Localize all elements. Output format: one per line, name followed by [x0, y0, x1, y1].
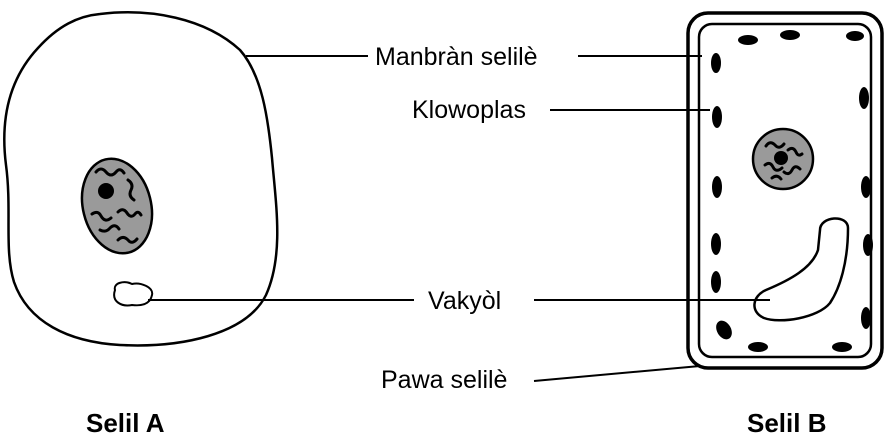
chloroplast	[712, 176, 722, 198]
cell-a-title: Selil A	[86, 408, 165, 438]
cell-b-wall-outer	[686, 11, 884, 370]
chloroplast	[861, 307, 871, 329]
cell-b-chromatin	[763, 141, 804, 181]
cell-wall-leader	[533, 365, 701, 382]
chloroplast	[861, 176, 871, 198]
cell-a-vacuole	[113, 281, 154, 307]
chloroplast	[863, 234, 873, 256]
cell-a-chromatin	[90, 167, 143, 244]
chloroplast	[716, 320, 732, 340]
vacuole-label: Vakyòl	[428, 287, 501, 315]
cell-b-nucleolus	[774, 151, 788, 165]
chloroplast	[780, 30, 800, 40]
chloroplast	[846, 31, 864, 41]
chloroplast	[859, 87, 869, 109]
label-chloroplast: Klowoplas	[412, 96, 710, 124]
cell-a-nucleus-envelope	[80, 157, 154, 255]
cell-b-nucleus	[751, 127, 815, 191]
chloroplast	[832, 342, 852, 352]
chloroplast	[711, 271, 721, 293]
cell-a	[3, 11, 279, 347]
cell-wall-label: Pawa selilè	[381, 366, 507, 394]
chloroplast	[711, 233, 721, 255]
chloroplast	[748, 342, 768, 352]
cell-b-title: Selil B	[747, 408, 826, 438]
cell-a-nucleolus	[98, 183, 114, 199]
chloroplast	[712, 106, 722, 128]
label-cell-wall: Pawa selilè	[381, 365, 701, 394]
cell-b-chloroplasts	[711, 30, 873, 352]
chloroplast	[711, 53, 721, 73]
label-vacuole: Vakyòl	[148, 287, 770, 315]
cell-b	[686, 11, 884, 370]
label-cell-membrane: Manbràn selilè	[246, 43, 702, 71]
cell-b-vacuole	[753, 217, 850, 322]
cell-a-nucleus	[80, 157, 154, 255]
chloroplast-label: Klowoplas	[412, 96, 526, 124]
cell-membrane-label: Manbràn selilè	[375, 43, 538, 71]
cell-a-membrane	[3, 11, 279, 347]
cell-b-membrane	[697, 22, 873, 359]
chloroplast	[738, 35, 758, 45]
